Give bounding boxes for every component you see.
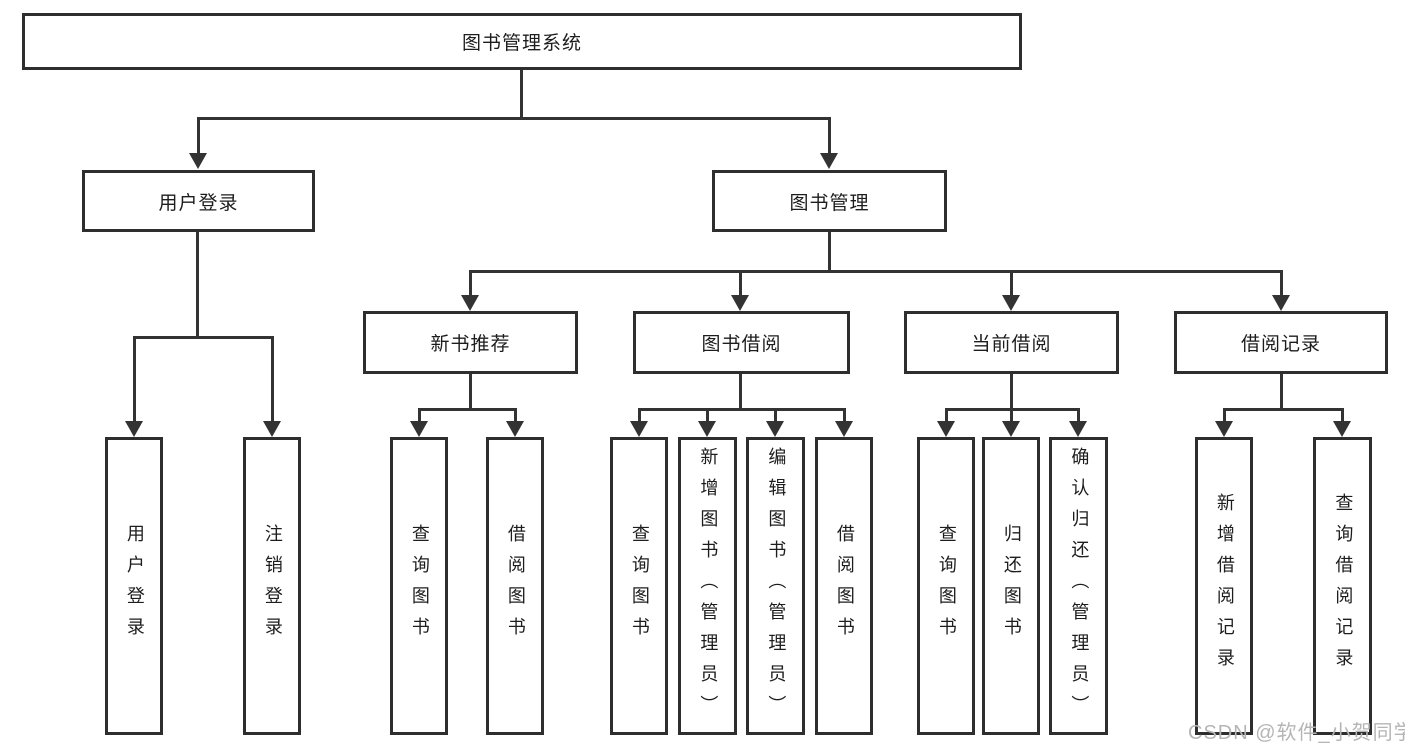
arrowhead-new-book-recommend (461, 295, 479, 311)
connector-borrow-vline (739, 374, 742, 411)
arrowhead-edit-book (766, 421, 784, 437)
connector-current-vline (1010, 374, 1013, 411)
connector-current-stub-1 (945, 408, 948, 424)
node-book-borrow: 图书借阅 (633, 311, 850, 374)
arrowhead-query-record (1333, 421, 1351, 437)
connector-root-hline (197, 117, 831, 120)
node-label: 用户登录 (158, 192, 239, 214)
node-add-book-admin: 新增图书（管理员） (678, 437, 737, 735)
connector-bookmgmt-stub-2 (739, 270, 742, 299)
node-label: 图书借阅 (701, 334, 782, 355)
node-label: 图书管理 (789, 192, 870, 214)
connector-current-stub-3 (1077, 408, 1080, 424)
node-label: 查询图书 (629, 524, 650, 648)
node-label: 查询图书 (936, 524, 957, 648)
node-label: 图书管理系统 (461, 33, 582, 54)
node-label: 用户登录 (124, 524, 145, 648)
node-user-login-action: 用户登录 (105, 437, 163, 735)
connector-bookmgmt-stub-4 (1280, 270, 1283, 299)
arrowhead-query-book-1 (410, 421, 428, 437)
node-label: 查询借阅记录 (1333, 493, 1354, 679)
connector-bookmgmt-stub-1 (469, 270, 472, 299)
node-query-book-current: 查询图书 (917, 437, 975, 735)
arrowhead-query-book-2 (630, 421, 648, 437)
arrowhead-login (125, 421, 143, 437)
arrowhead-return-book (1002, 421, 1020, 437)
connector-recommend-stub-2 (514, 408, 517, 424)
connector-record-stub-1 (1223, 408, 1226, 424)
csdn-watermark: CSDN @软件_小贺同学 (1188, 722, 1405, 744)
node-query-book-borrow: 查询图书 (610, 437, 668, 735)
connector-record-vline (1280, 374, 1283, 411)
connector-borrow-stub-3 (774, 408, 777, 424)
node-label: 查询图书 (409, 524, 430, 648)
arrowhead-add-record (1215, 421, 1233, 437)
node-book-management-module: 图书管理 (712, 170, 947, 232)
node-return-book: 归还图书 (982, 437, 1040, 735)
connector-current-stub-2 (1010, 408, 1013, 424)
connector-userlogin-stub-1 (133, 336, 136, 424)
node-query-book-recommend: 查询图书 (390, 437, 448, 735)
node-user-login-module: 用户登录 (82, 170, 315, 232)
arrowhead-book-borrow (731, 295, 749, 311)
node-label: 编辑图书（管理员） (766, 446, 787, 726)
connector-record-hline (1223, 408, 1344, 411)
arrowhead-user-login (189, 153, 207, 169)
node-label: 当前借阅 (971, 334, 1052, 355)
connector-root-stub-left (197, 117, 200, 156)
node-label: 借阅图书 (834, 524, 855, 648)
node-label: 新书推荐 (430, 334, 511, 355)
node-label: 新增借阅记录 (1214, 493, 1235, 679)
node-label: 注销登录 (262, 524, 283, 648)
connector-recommend-hline (418, 408, 517, 411)
connector-borrow-stub-4 (843, 408, 846, 424)
node-query-borrow-record: 查询借阅记录 (1313, 437, 1372, 735)
connector-borrow-stub-1 (638, 408, 641, 424)
node-label: 借阅图书 (505, 524, 526, 648)
connector-userlogin-hline (133, 336, 274, 339)
connector-userlogin-vline (196, 232, 199, 339)
node-borrow-book-action: 借阅图书 (815, 437, 873, 735)
arrowhead-borrow-book-2 (835, 421, 853, 437)
node-edit-book-admin: 编辑图书（管理员） (746, 437, 805, 735)
arrowhead-add-book (698, 421, 716, 437)
connector-borrow-stub-2 (706, 408, 709, 424)
node-confirm-return-admin: 确认归还（管理员） (1049, 437, 1108, 735)
node-label: 确认归还（管理员） (1069, 446, 1090, 726)
arrowhead-query-book-3 (937, 421, 955, 437)
connector-root-vline (520, 70, 523, 120)
connector-record-stub-2 (1341, 408, 1344, 424)
node-label: 归还图书 (1001, 524, 1022, 648)
connector-bookmgmt-hline (469, 270, 1283, 273)
connector-userlogin-stub-2 (271, 336, 274, 424)
node-label: 新增图书（管理员） (698, 446, 719, 726)
node-logout-action: 注销登录 (243, 437, 301, 735)
node-new-book-recommend: 新书推荐 (363, 311, 578, 374)
node-add-borrow-record: 新增借阅记录 (1195, 437, 1253, 735)
arrowhead-current-borrow (1002, 295, 1020, 311)
connector-recommend-stub-1 (418, 408, 421, 424)
node-borrow-book-recommend: 借阅图书 (486, 437, 544, 735)
connector-recommend-vline (469, 374, 472, 411)
connector-bookmgmt-stub-3 (1010, 270, 1013, 299)
node-label: 借阅记录 (1240, 334, 1321, 355)
arrowhead-borrow-record (1272, 295, 1290, 311)
arrowhead-book-management (820, 153, 838, 169)
arrowhead-logout (263, 421, 281, 437)
connector-root-stub-right (828, 117, 831, 156)
node-library-management-system: 图书管理系统 (22, 13, 1022, 70)
arrowhead-borrow-book-1 (506, 421, 524, 437)
arrowhead-confirm-return (1069, 421, 1087, 437)
node-current-borrow: 当前借阅 (904, 311, 1119, 374)
connector-borrow-hline (638, 408, 846, 411)
node-borrow-record: 借阅记录 (1174, 311, 1388, 374)
connector-bookmgmt-vline (828, 232, 831, 273)
